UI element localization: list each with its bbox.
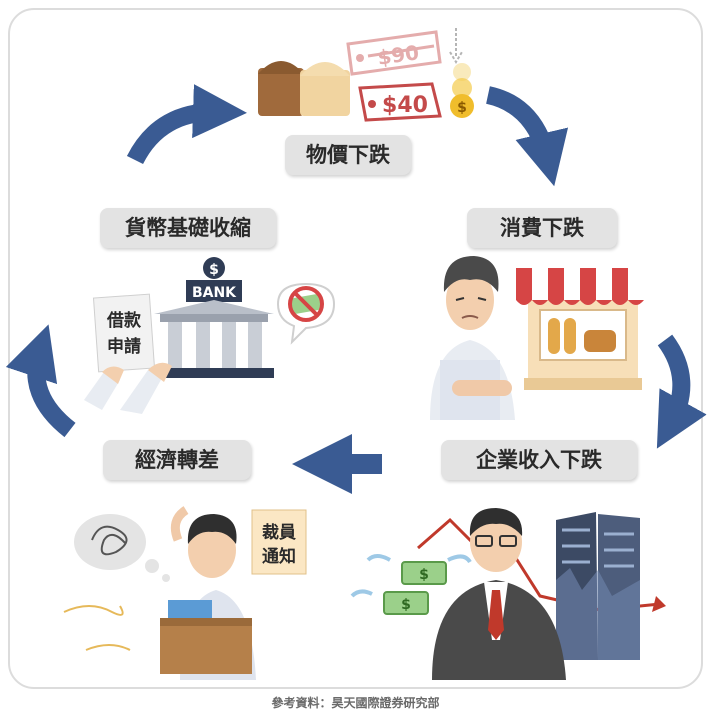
- loan-form-line2: 申請: [107, 336, 141, 357]
- step-consumption-falls: 消費下跌: [467, 208, 617, 248]
- worried-man-icon: [430, 256, 515, 420]
- layoff-notice-line2: 通知: [262, 546, 296, 567]
- collapsing-buildings-icon: [556, 512, 640, 660]
- wind-swirl-icon: [63, 605, 131, 651]
- source-note: 參考資料：昊天國際證券研究部: [271, 696, 440, 710]
- new-price: $40: [382, 93, 428, 118]
- loan-form: 借款 申請: [92, 293, 156, 373]
- hands-icon: [84, 362, 172, 414]
- businessman-icon: [432, 508, 566, 680]
- bank-coin-symbol: $: [209, 262, 219, 278]
- step-prices-fall: 物價下跌: [285, 135, 411, 175]
- old-price: $90: [376, 40, 421, 70]
- step-income-falls: 企業收入下跌: [441, 440, 637, 480]
- banknote-symbol-2: $: [401, 597, 411, 613]
- shop-icon: [516, 268, 648, 390]
- banknote-symbol: $: [419, 567, 429, 583]
- arrow-to-income: [656, 334, 707, 449]
- bank-icon: $ BANK: [154, 257, 274, 378]
- loan-form-line1: 借款: [106, 310, 142, 331]
- flying-money-icon: $ $: [350, 554, 472, 615]
- layoff-notice-line1: 裁員: [262, 522, 296, 543]
- arrow-to-consumption: [485, 86, 569, 187]
- cycle-arrows: [5, 84, 707, 494]
- new-price-tag: $40: [358, 82, 442, 122]
- layoff-notice: 裁員 通知: [251, 509, 307, 575]
- no-money-icon: [276, 282, 336, 345]
- bank-sign: BANK: [192, 285, 237, 301]
- step-money-contracts: 貨幣基礎收縮: [100, 208, 276, 248]
- cardboard-box-icon: [160, 600, 252, 674]
- bread-icon: [258, 61, 350, 116]
- step-economy-worsens: 經濟轉差: [103, 440, 251, 480]
- arrow-to-prices: [126, 84, 247, 165]
- coin-symbol: $: [457, 100, 467, 116]
- old-price-tag: $90: [346, 30, 442, 76]
- arrow-to-money: [5, 324, 76, 438]
- thought-cloud-icon: [74, 514, 170, 582]
- falling-coins-icon: $: [449, 28, 474, 118]
